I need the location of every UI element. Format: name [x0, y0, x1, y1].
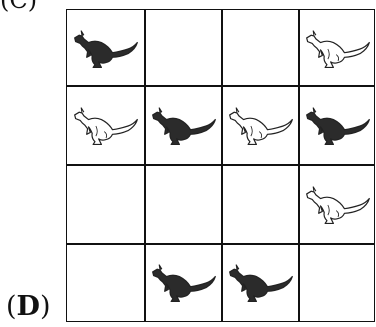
- white-kangaroo-icon: [73, 107, 138, 146]
- dark-kangaroo-icon: [305, 107, 370, 146]
- dark-kangaroo-icon: [73, 30, 138, 69]
- grid-cell: [222, 244, 299, 322]
- grid-line: [67, 85, 374, 87]
- previous-option-label: (C): [0, 0, 38, 14]
- grid-cell: [222, 10, 299, 88]
- grid-cell: [67, 166, 144, 244]
- grid-line: [67, 243, 374, 245]
- grid-cell: [67, 244, 144, 322]
- dark-kangaroo-icon: [151, 107, 216, 146]
- grid-cell: [222, 87, 299, 165]
- grid-line: [144, 10, 146, 321]
- grid-cell: [145, 87, 222, 165]
- kangaroo-grid: [66, 9, 375, 322]
- option-letter: D: [16, 291, 40, 322]
- grid-line: [67, 164, 374, 166]
- grid-cell: [299, 87, 376, 165]
- grid-cell: [299, 166, 376, 244]
- grid-line: [221, 10, 223, 321]
- white-kangaroo-icon: [228, 107, 293, 146]
- grid-cell: [299, 10, 376, 88]
- white-kangaroo-icon: [305, 30, 370, 69]
- dark-kangaroo-icon: [228, 264, 293, 303]
- grid-cell: [145, 166, 222, 244]
- dark-kangaroo-icon: [151, 264, 216, 303]
- grid-cell: [222, 166, 299, 244]
- grid-line: [298, 10, 300, 321]
- grid-cell: [299, 244, 376, 322]
- grid-cell: [145, 10, 222, 88]
- grid-cell: [67, 10, 144, 88]
- white-kangaroo-icon: [305, 186, 370, 225]
- grid-cell: [145, 244, 222, 322]
- grid-cell: [67, 87, 144, 165]
- option-label: (D): [6, 291, 51, 322]
